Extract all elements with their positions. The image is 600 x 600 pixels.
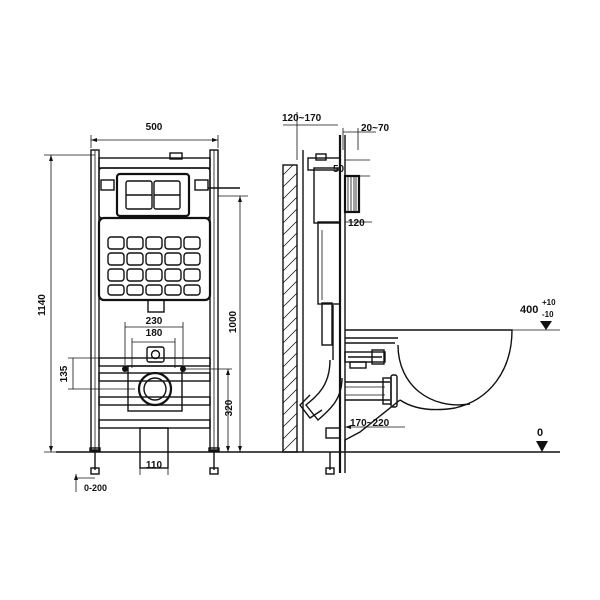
dim-foot-adjust: 0-200 (84, 483, 107, 493)
dim-wall-gap: 120~170 (282, 113, 322, 124)
dim-50: 50 (333, 164, 345, 175)
side-view: 120~170 20~70 50 120 (282, 112, 560, 475)
flush-button-profile (343, 174, 361, 214)
dim-110: 110 (146, 460, 163, 471)
dim-height-320: 320 (224, 399, 235, 416)
dim-230: 230 (146, 316, 163, 327)
front-view: 500 1140 (37, 122, 248, 493)
seat-tol-plus: +10 (542, 298, 556, 307)
dim-135: 135 (59, 365, 70, 382)
dim-height-1000: 1000 (228, 310, 239, 333)
seat-height-label: 400 (520, 304, 538, 316)
wall-hatching (282, 164, 298, 452)
dim-180: 180 (146, 328, 163, 339)
dim-bowl-projection: 170~220 (350, 418, 390, 429)
cistern-tank (97, 216, 212, 302)
seat-tol-minus: -10 (542, 310, 554, 319)
drain-outlet (137, 371, 173, 407)
flush-plate (115, 172, 191, 218)
dim-height-1140: 1140 (37, 294, 48, 316)
dim-120: 120 (348, 218, 365, 229)
floor-level-label: 0 (537, 427, 543, 439)
dim-width-500: 500 (146, 122, 163, 133)
dim-button-depth: 20~70 (361, 123, 390, 134)
tank-window-grid (107, 236, 201, 296)
